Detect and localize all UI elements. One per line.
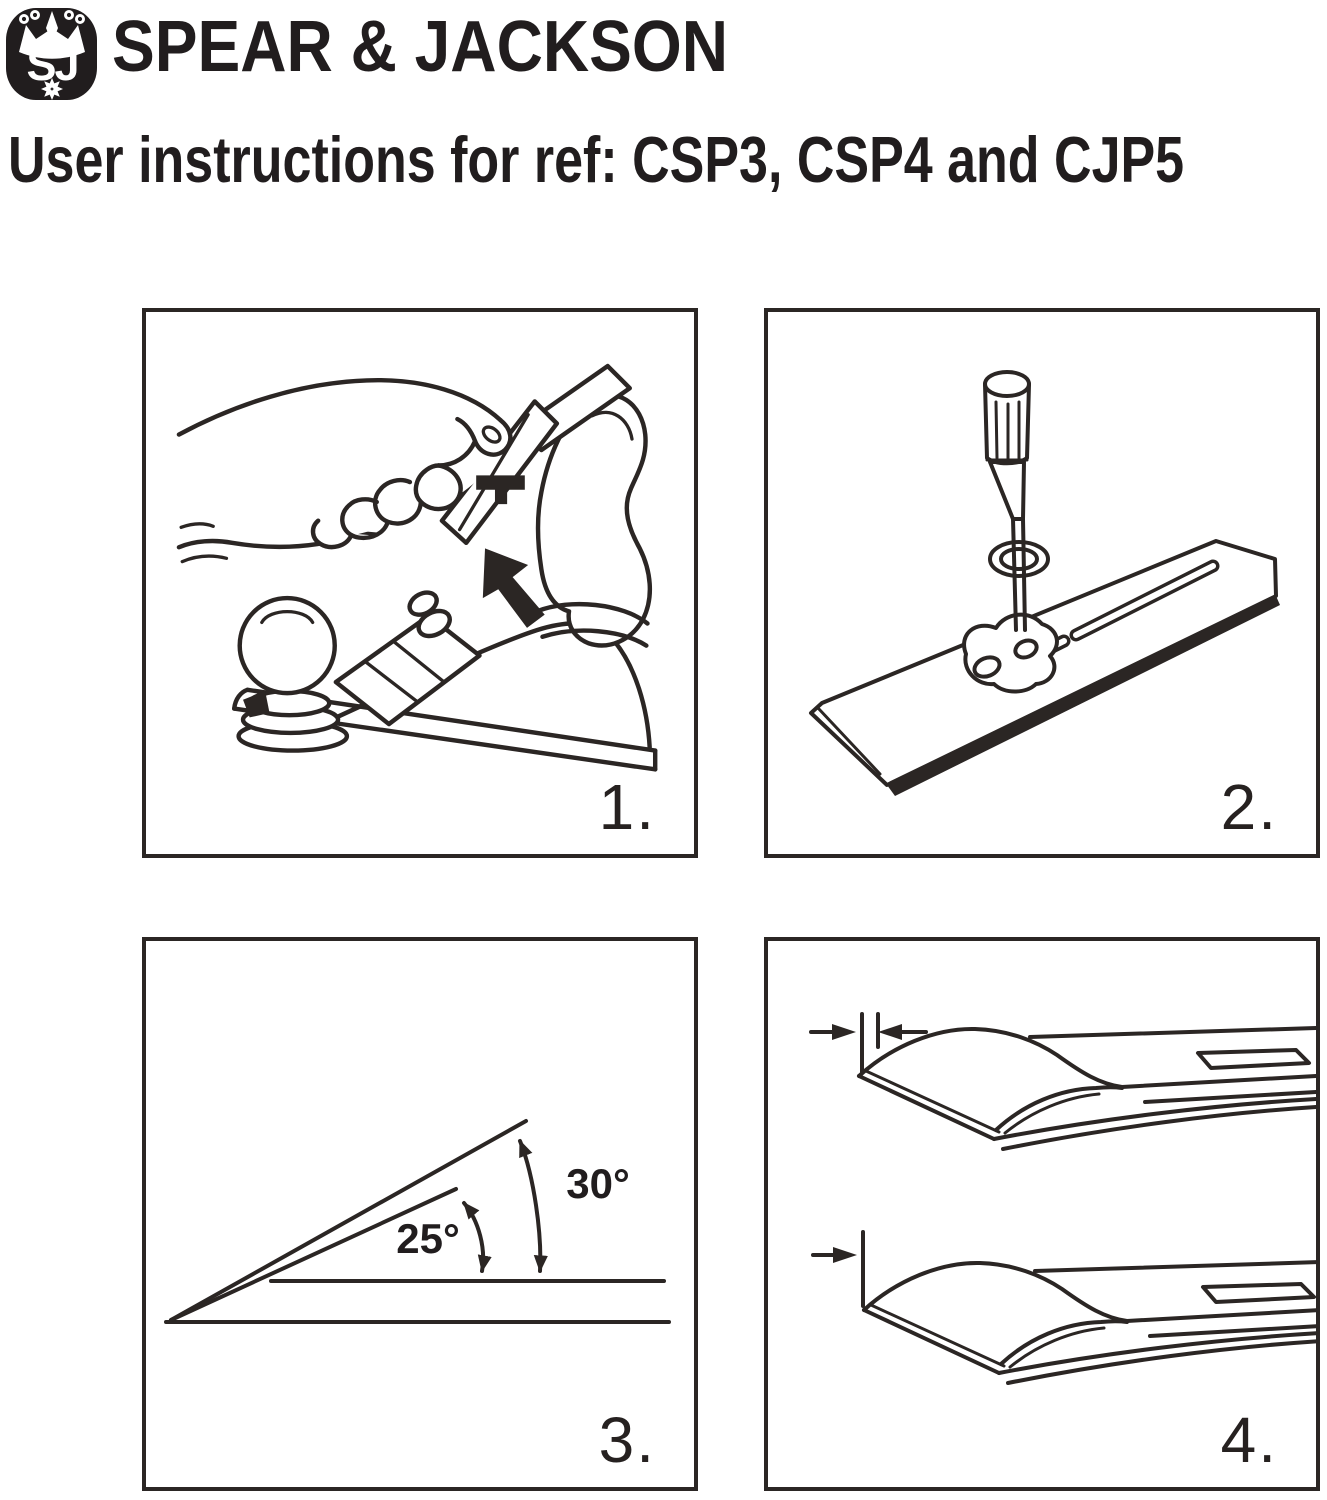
honing-angle-diagram: 25° 30° — [164, 1119, 671, 1324]
cap-iron-setting-illustration — [809, 1012, 1316, 1385]
panel-step-4: 4. — [764, 937, 1320, 1491]
brand-wordmark: SPEAR & JACKSON — [112, 7, 728, 87]
lever-arrow-icon — [482, 548, 545, 628]
adjusting-nut-icon — [407, 590, 452, 639]
plane-tote-icon — [534, 392, 653, 648]
grinding-angle-label: 25° — [396, 1215, 460, 1262]
crown-balls-icon — [19, 10, 85, 24]
toe-shadow-icon — [243, 690, 270, 718]
panel-number: 1. — [598, 771, 656, 843]
fingernail-icon — [481, 425, 502, 444]
frog-icon — [333, 613, 482, 727]
arc-arrow-30-icon — [518, 1139, 548, 1273]
arc-arrow-25-icon — [462, 1201, 492, 1273]
snowflake-icon — [41, 78, 63, 100]
screwdriver-cap-iron-illustration — [809, 370, 1280, 796]
front-knob-icon — [236, 595, 350, 753]
page-title: User instructions for ref: CSP3, CSP4 an… — [8, 123, 1185, 196]
flush-dimension-icon — [811, 1230, 865, 1308]
panel-number: 2. — [1220, 771, 1278, 843]
hand-adjusting-plane-illustration — [176, 363, 658, 772]
screwdriver-icon — [983, 370, 1050, 632]
cap-iron-blade-icon — [857, 1026, 1316, 1151]
panel-step-1: 1. — [142, 308, 698, 858]
hand-icon — [176, 377, 513, 564]
honing-angle-label: 30° — [566, 1160, 630, 1207]
depth-indicator-icon — [476, 475, 525, 505]
cap-iron-screw-icon — [962, 612, 1059, 694]
panel-step-3: 25° 30° 3. — [142, 937, 698, 1491]
angle-lines-icon — [164, 1119, 671, 1324]
washer-ring-icon — [988, 540, 1050, 578]
panel-step-2: 2. — [764, 308, 1320, 858]
setback-dimension-icon — [809, 1012, 928, 1074]
spear-jackson-logo-icon: SJ — [6, 8, 97, 100]
panel-number: 3. — [598, 1404, 656, 1476]
panel-number: 4. — [1220, 1404, 1278, 1476]
